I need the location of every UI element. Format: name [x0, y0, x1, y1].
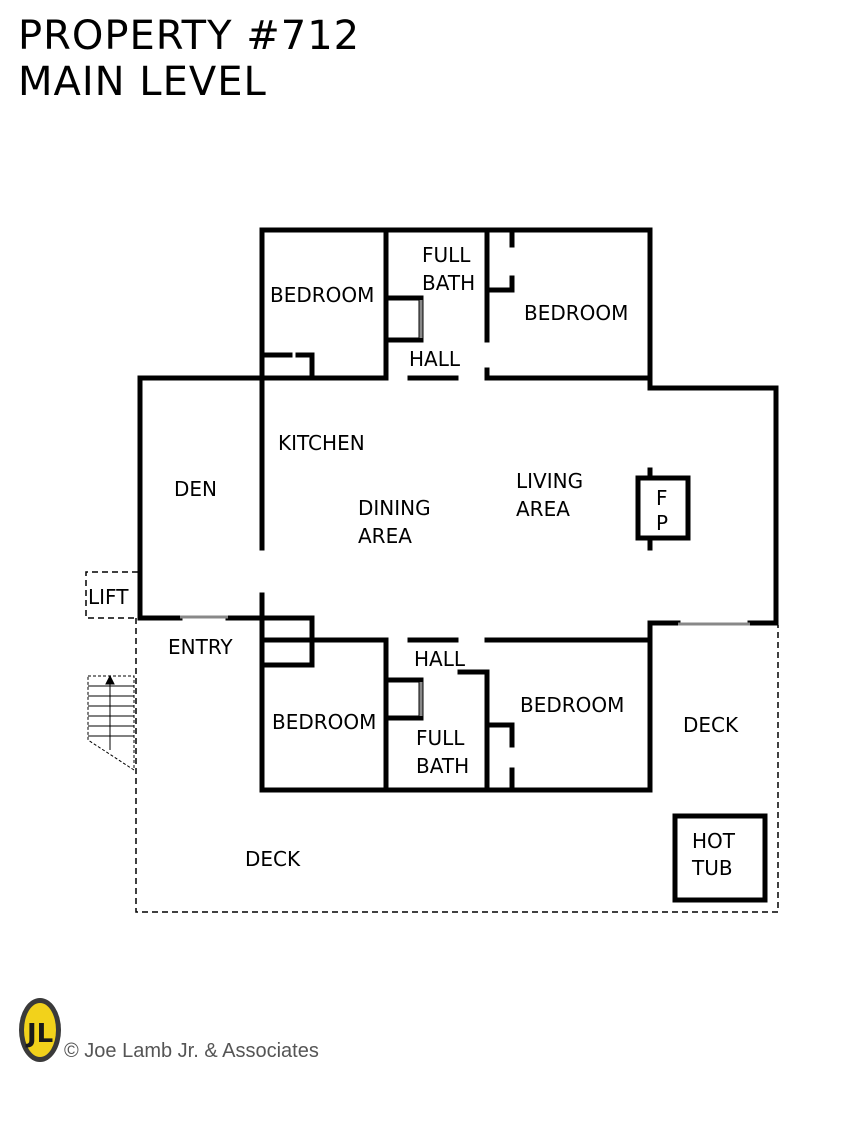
logo-monogram: JL: [25, 1019, 53, 1049]
stairs: [87, 674, 135, 771]
living-area-label-line1: LIVING: [516, 469, 583, 493]
page-title-line-2: MAIN LEVEL: [18, 59, 267, 105]
living-area-label-line2: AREA: [516, 497, 570, 521]
deck-outline: [85, 571, 779, 913]
jl-logo: JL: [19, 998, 61, 1062]
walls: [137, 227, 779, 903]
copyright-notice: © Joe Lamb Jr. & Associates: [64, 1040, 319, 1062]
den-label: DEN: [174, 477, 217, 501]
entry-label: ENTRY: [168, 635, 233, 659]
kitchen-label: KITCHEN: [278, 431, 365, 455]
deck-right-label: DECK: [683, 713, 739, 737]
hot-tub-label-line2: TUB: [691, 856, 733, 880]
dining-area-label-line2: AREA: [358, 524, 412, 548]
fireplace-label-line2: P: [656, 511, 668, 535]
page-title-line-1: PROPERTY #712: [18, 13, 361, 59]
deck-bottom-label: DECK: [245, 847, 301, 871]
hall-bottom-label: HALL: [414, 647, 466, 671]
fireplace-label-line1: F: [656, 486, 668, 510]
bedroom-bottom-right-label: BEDROOM: [520, 693, 624, 717]
sliding-doors: [180, 300, 750, 716]
full-bath-top-label-line1: FULL: [422, 243, 471, 267]
full-bath-top-label-line2: BATH: [422, 271, 475, 295]
bedroom-top-left-label: BEDROOM: [270, 283, 374, 307]
full-bath-bottom-label-line1: FULL: [416, 726, 465, 750]
dining-area-label-line1: DINING: [358, 496, 431, 520]
bedroom-top-right-label: BEDROOM: [524, 301, 628, 325]
bedroom-bottom-left-label: BEDROOM: [272, 710, 376, 734]
hot-tub-label-line1: HOT: [692, 829, 736, 853]
lift-label: LIFT: [88, 585, 129, 609]
hall-top-label: HALL: [409, 347, 461, 371]
full-bath-bottom-label-line2: BATH: [416, 754, 469, 778]
